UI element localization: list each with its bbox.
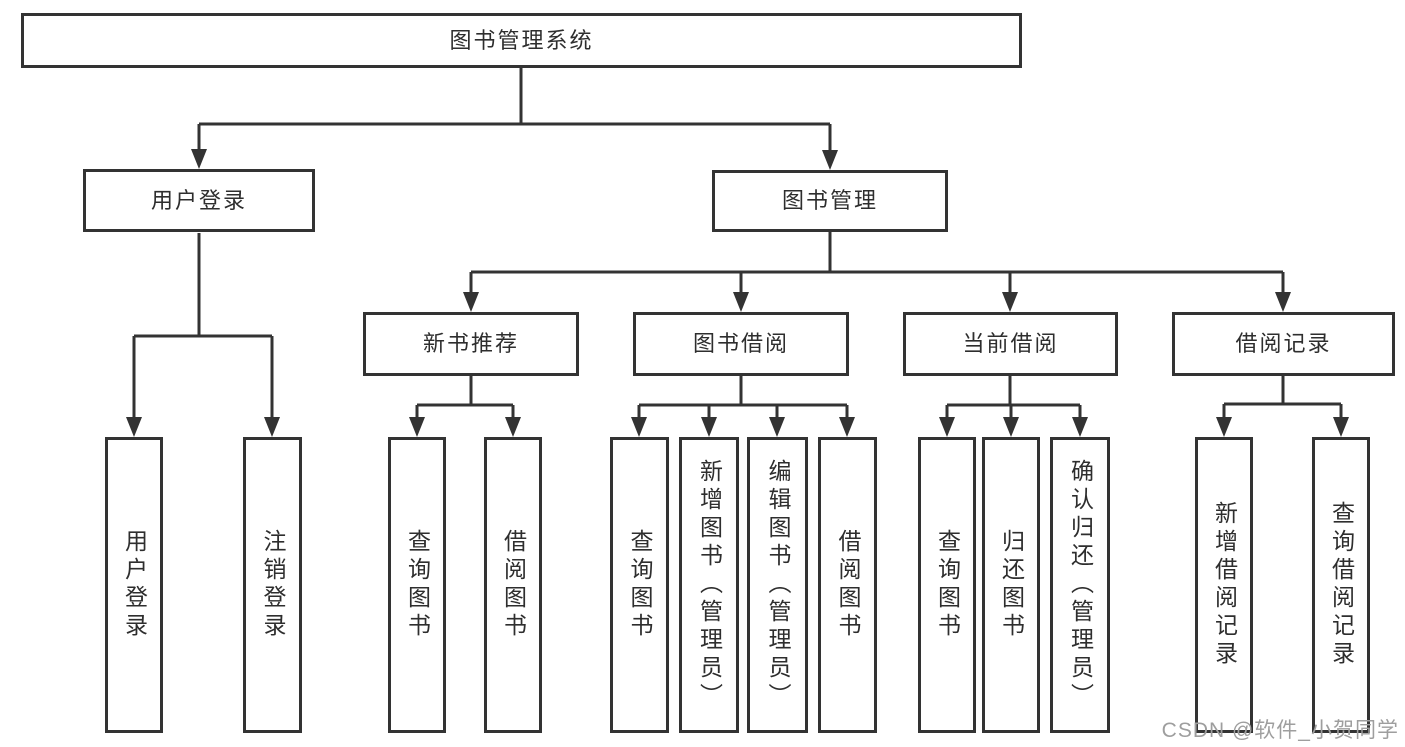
node-new-book-recommend: 新书推荐 — [363, 312, 579, 376]
leaf-recommend-borrow-books: 借阅图书 — [484, 437, 542, 733]
leaf-borrow-borrow-books: 借阅图书 — [818, 437, 877, 733]
leaf-recommend-query-books: 查询图书 — [388, 437, 446, 733]
node-book-borrow: 图书借阅 — [633, 312, 849, 376]
leaf-current-return-books: 归还图书 — [982, 437, 1040, 733]
leaf-records-add-record: 新增借阅记录 — [1195, 437, 1253, 733]
leaf-user-login: 用户登录 — [105, 437, 163, 733]
leaf-current-confirm-return-admin: 确认归还（管理员） — [1050, 437, 1110, 733]
watermark-text: CSDN @软件_小贺同学 — [1161, 719, 1399, 742]
leaf-current-query-books: 查询图书 — [918, 437, 976, 733]
leaf-records-query-record: 查询借阅记录 — [1312, 437, 1370, 733]
node-user-login: 用户登录 — [83, 169, 315, 232]
node-current-borrow: 当前借阅 — [903, 312, 1118, 376]
node-borrow-records: 借阅记录 — [1172, 312, 1395, 376]
node-root: 图书管理系统 — [21, 13, 1022, 68]
leaf-borrow-add-books-admin: 新增图书（管理员） — [679, 437, 739, 733]
leaf-logout: 注销登录 — [243, 437, 302, 733]
leaf-borrow-query-books: 查询图书 — [610, 437, 669, 733]
leaf-borrow-edit-books-admin: 编辑图书（管理员） — [747, 437, 808, 733]
node-book-manage: 图书管理 — [712, 170, 948, 232]
